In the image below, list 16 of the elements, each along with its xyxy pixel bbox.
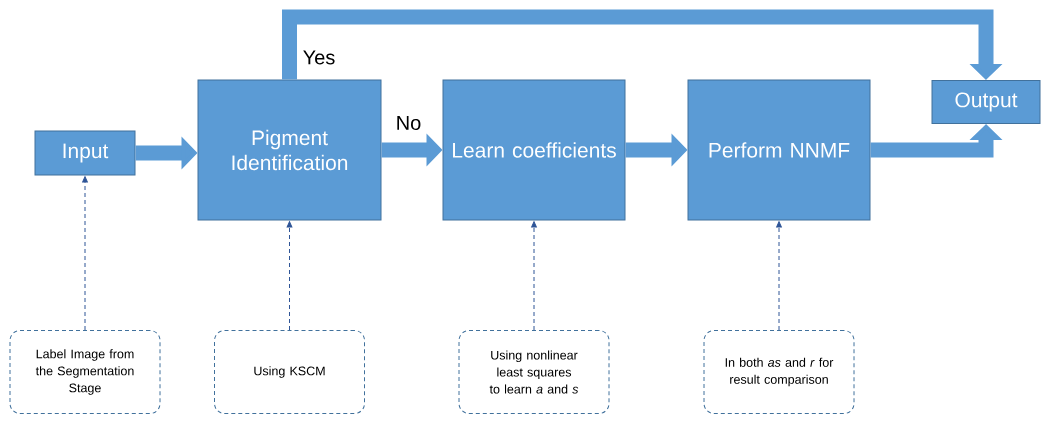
process-box: Learn coefficients <box>442 79 626 221</box>
dashed-arrow <box>82 176 88 331</box>
note-box: In both as and r for result comparison <box>703 330 855 414</box>
edge-label: Yes <box>303 50 335 65</box>
note-box: Label Image from the Segmentation Stage <box>9 330 161 414</box>
dashed-arrow <box>531 221 537 331</box>
process-box: Input <box>34 130 136 176</box>
dashed-arrow <box>776 221 782 331</box>
block-arrow <box>282 9 1003 80</box>
process-box: Output <box>931 80 1041 124</box>
edge-label: No <box>397 116 421 130</box>
note-box: Using KSCM <box>214 330 365 414</box>
process-box: Perform NNMF <box>687 79 871 221</box>
dashed-arrow <box>286 221 293 331</box>
note-box: Using nonlinear least squares to learn a and s <box>458 330 610 414</box>
process-box: Pigment Identification <box>197 79 382 221</box>
